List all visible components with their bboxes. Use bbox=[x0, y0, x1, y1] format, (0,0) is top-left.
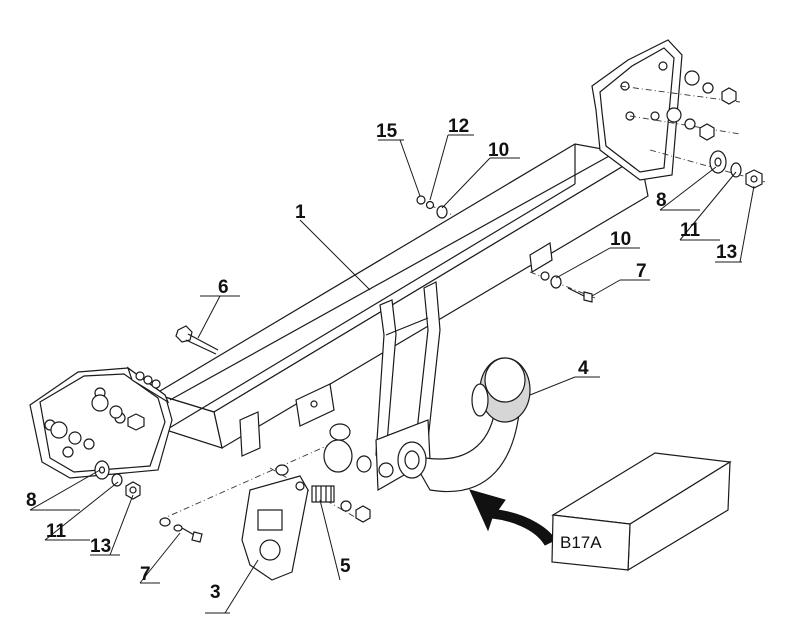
callout-7-right: 7 bbox=[636, 261, 647, 282]
tow-ball bbox=[378, 357, 531, 493]
leader-lines bbox=[29, 134, 755, 614]
spring-stud bbox=[311, 485, 371, 523]
label-box bbox=[551, 452, 732, 572]
callout-10-mid: 10 bbox=[610, 229, 631, 250]
callout-8-left: 8 bbox=[26, 490, 37, 511]
curved-arrow bbox=[469, 489, 556, 546]
socket-plate bbox=[159, 439, 361, 581]
right-washer-stack bbox=[649, 149, 766, 189]
callout-11-left: 11 bbox=[46, 521, 67, 542]
top-hardware bbox=[416, 195, 456, 219]
electrical-socket bbox=[239, 383, 372, 473]
callout-7-left: 7 bbox=[140, 564, 151, 585]
callout-12: 12 bbox=[448, 116, 469, 137]
callout-11-right: 11 bbox=[680, 220, 701, 241]
callout-15: 15 bbox=[376, 121, 398, 142]
right-mid-bolt bbox=[529, 242, 596, 303]
callout-10-top: 10 bbox=[488, 140, 509, 161]
bolt-7-left bbox=[159, 517, 203, 543]
callout-5: 5 bbox=[340, 556, 351, 577]
right-bracket-bolts bbox=[619, 70, 741, 141]
callout-4: 4 bbox=[578, 358, 589, 379]
callout-8-right: 8 bbox=[656, 190, 667, 211]
box-label-text: B17A bbox=[560, 533, 602, 552]
left-washer-stack bbox=[94, 460, 141, 500]
bolt-6 bbox=[175, 325, 219, 355]
right-bracket bbox=[591, 39, 683, 181]
callout-13-left: 13 bbox=[90, 536, 111, 557]
left-bracket-bolts bbox=[50, 371, 161, 450]
callout-1: 1 bbox=[295, 202, 306, 223]
callout-13-right: 13 bbox=[716, 242, 737, 263]
callout-3: 3 bbox=[210, 582, 221, 603]
callout-6: 6 bbox=[218, 277, 229, 298]
left-bracket bbox=[29, 366, 173, 479]
